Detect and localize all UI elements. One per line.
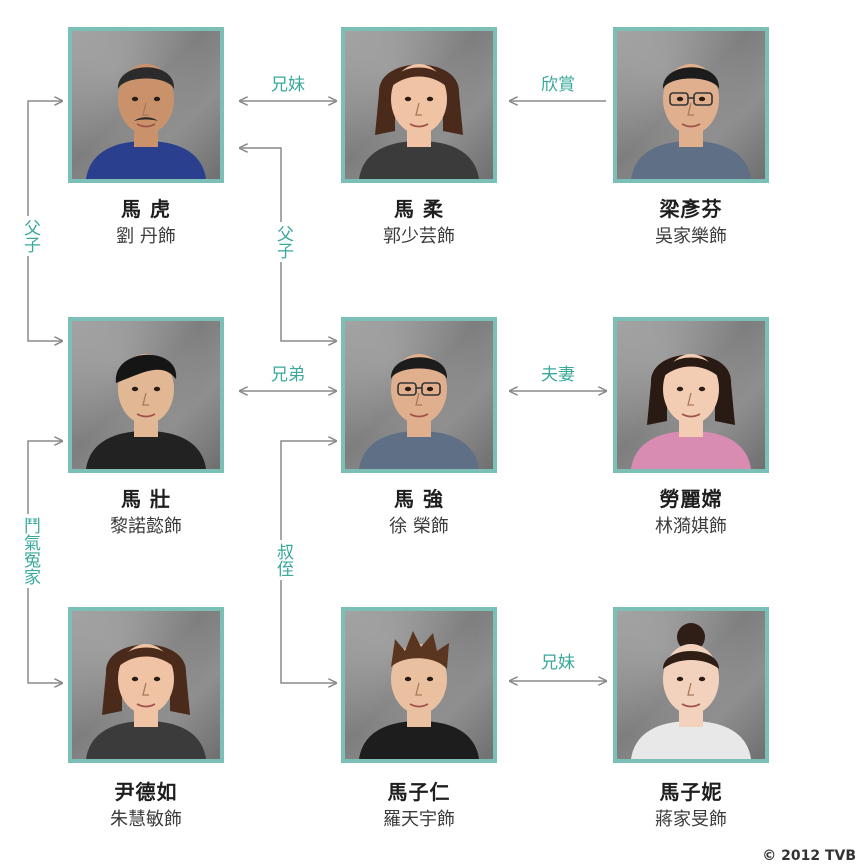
portrait-ma-chong [68, 317, 224, 473]
actor-name-ma-tsz-yan: 羅天宇飾 [319, 805, 519, 831]
relation-label-uncle-nephew: 叔侄 [269, 540, 293, 580]
actor-name-leung: 吳家樂飾 [591, 222, 791, 248]
older-man-mustache-icon [72, 31, 220, 179]
actor-name-ma-keung: 徐 榮飾 [319, 512, 519, 538]
character-name-leung: 梁彥芬 [591, 193, 791, 222]
woman-bob-hair-icon [617, 321, 765, 469]
character-name-lo: 勞麗嫦 [591, 483, 791, 512]
actor-name-ma-tsz-nei: 蔣家旻飾 [591, 805, 791, 831]
relation-label-father-son-mid: 父子 [269, 222, 293, 262]
relation-label-siblings-bottom: 兄妹 [518, 652, 598, 674]
actor-name-ma-fu: 劉 丹飾 [46, 222, 246, 248]
copyright-notice: © 2012 TVB [762, 848, 856, 864]
portrait-ma-fu [68, 27, 224, 183]
young-man-icon [72, 321, 220, 469]
portrait-wan [68, 607, 224, 763]
portrait-ma-yau [341, 27, 497, 183]
actor-name-lo: 林漪娸飾 [591, 512, 791, 538]
portrait-ma-tsz-nei [613, 607, 769, 763]
character-name-wan: 尹德如 [46, 776, 246, 805]
relation-label-siblings-top: 兄妹 [248, 74, 328, 96]
relation-label-admire: 欣賞 [518, 74, 598, 96]
character-name-ma-keung: 馬 強 [319, 483, 519, 512]
man-glasses-icon [617, 31, 765, 179]
man-glasses-icon [345, 321, 493, 469]
young-woman-icon [617, 611, 765, 759]
woman-short-hair-icon [72, 611, 220, 759]
character-name-ma-tsz-yan: 馬子仁 [319, 776, 519, 805]
actor-name-ma-yau: 郭少芸飾 [319, 222, 519, 248]
character-name-ma-tsz-nei: 馬子妮 [591, 776, 791, 805]
relation-label-spouses: 夫妻 [518, 364, 598, 386]
portrait-ma-keung [341, 317, 497, 473]
character-name-ma-yau: 馬 柔 [319, 193, 519, 222]
relation-label-father-son-left: 父子 [16, 216, 40, 256]
woman-short-hair-icon [345, 31, 493, 179]
portrait-leung [613, 27, 769, 183]
portrait-lo [613, 317, 769, 473]
relation-label-brothers: 兄弟 [248, 364, 328, 386]
character-name-ma-chong: 馬 壯 [46, 483, 246, 512]
actor-name-ma-chong: 黎諾懿飾 [46, 512, 246, 538]
relation-label-rivals: 鬥氣冤家 [16, 514, 40, 588]
actor-name-wan: 朱慧敏飾 [46, 805, 246, 831]
young-man-spiky-hair-icon [345, 611, 493, 759]
character-name-ma-fu: 馬 虎 [46, 193, 246, 222]
portrait-ma-tsz-yan [341, 607, 497, 763]
